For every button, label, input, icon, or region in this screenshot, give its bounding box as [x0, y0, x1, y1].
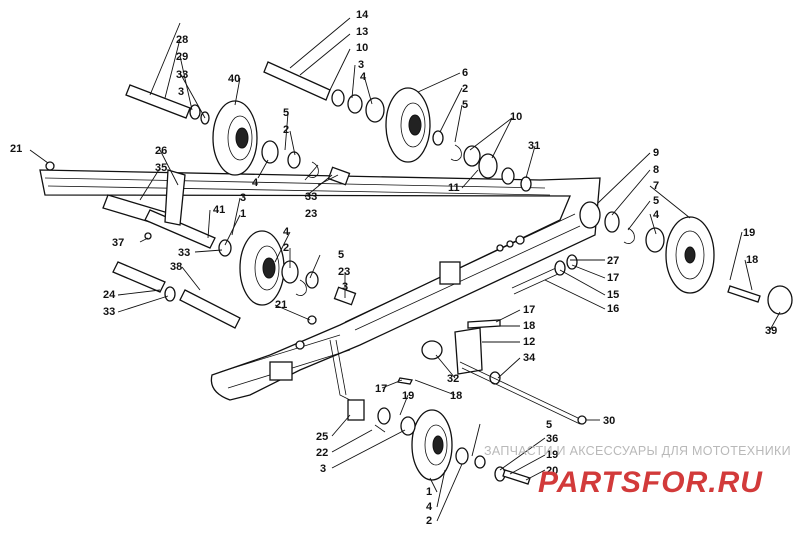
callout-33-a: 33 — [176, 69, 188, 81]
callout-26: 26 — [155, 145, 167, 157]
callout-18-a: 18 — [746, 254, 758, 266]
callout-17-c: 17 — [375, 383, 387, 395]
callout-2-a: 2 — [462, 83, 468, 95]
callout-3-c: 3 — [240, 192, 246, 204]
callout-3-a: 3 — [178, 86, 184, 98]
callout-13: 13 — [356, 26, 368, 38]
callout-12: 12 — [523, 336, 535, 348]
callout-8: 8 — [653, 164, 659, 176]
callout-2-d: 2 — [426, 515, 432, 527]
callout-28: 28 — [176, 34, 188, 46]
callout-37: 37 — [112, 237, 124, 249]
callout-5-c: 5 — [338, 249, 344, 261]
callout-4-b: 4 — [252, 177, 259, 189]
callout-19-a: 19 — [743, 227, 755, 239]
callout-38: 38 — [170, 261, 182, 273]
callout-3-b: 3 — [358, 59, 364, 71]
callout-labels: 28 29 33 3 40 14 13 10 3 4 6 2 5 10 31 1… — [10, 9, 777, 527]
leader-lines — [29, 17, 781, 522]
callout-5-a: 5 — [462, 99, 468, 111]
callout-5-e: 5 — [546, 419, 552, 431]
idler-wheel-upper-4 — [239, 230, 285, 306]
callout-10-b: 10 — [510, 111, 522, 123]
callout-9: 9 — [653, 147, 659, 159]
idler-wheel-lower-1 — [411, 409, 453, 481]
callout-11: 11 — [448, 182, 460, 194]
callout-29: 29 — [176, 51, 188, 63]
callout-14: 14 — [356, 9, 369, 21]
idler-wheel-40 — [212, 100, 258, 176]
watermark: ЗАПЧАСТИ И АКСЕССУАРЫ ДЛЯ МОТОТЕХНИКИ PA… — [484, 444, 791, 499]
callout-4-d: 4 — [653, 209, 660, 221]
callout-33-b: 33 — [178, 247, 190, 259]
callout-3-e: 3 — [320, 463, 326, 475]
callout-24: 24 — [103, 289, 116, 301]
callout-23-b: 23 — [338, 266, 350, 278]
callout-21-b: 21 — [275, 299, 287, 311]
callout-7: 7 — [653, 180, 659, 192]
callout-5-d: 5 — [653, 195, 659, 207]
callout-34: 34 — [523, 352, 536, 364]
callout-1-b: 1 — [426, 486, 432, 498]
callout-18-b: 18 — [523, 320, 535, 332]
callout-5-b: 5 — [283, 107, 289, 119]
callout-1-a: 1 — [240, 208, 246, 220]
callout-3-d: 3 — [342, 281, 348, 293]
callout-4-a: 4 — [360, 71, 367, 83]
slide-rail — [39, 169, 601, 401]
watermark-tagline: ЗАПЧАСТИ И АКСЕССУАРЫ ДЛЯ МОТОТЕХНИКИ — [484, 444, 791, 458]
callout-10-a: 10 — [356, 42, 368, 54]
callout-35: 35 — [155, 162, 167, 174]
callout-32: 32 — [447, 373, 459, 385]
callout-30: 30 — [603, 415, 615, 427]
callout-22: 22 — [316, 447, 328, 459]
callout-17-a: 17 — [607, 272, 619, 284]
callout-17-b: 17 — [523, 304, 535, 316]
callout-25: 25 — [316, 431, 328, 443]
callout-15: 15 — [607, 289, 619, 301]
callout-16: 16 — [607, 303, 619, 315]
idler-wheel-7 — [665, 216, 715, 294]
callout-4-e: 4 — [426, 501, 433, 513]
callout-39: 39 — [765, 325, 777, 337]
callout-41: 41 — [213, 204, 225, 216]
callout-19-b: 19 — [402, 390, 414, 402]
callout-36: 36 — [546, 433, 558, 445]
callout-4-c: 4 — [283, 226, 290, 238]
callout-31: 31 — [528, 140, 540, 152]
callout-40: 40 — [228, 73, 240, 85]
callout-19-c: 19 — [546, 449, 558, 461]
callout-23-a: 23 — [305, 208, 317, 220]
callout-20: 20 — [546, 465, 558, 477]
callout-2-b: 2 — [283, 124, 289, 136]
watermark-brand: PARTSFOR.RU — [538, 466, 763, 499]
callout-6: 6 — [462, 67, 468, 79]
callout-18-c: 18 — [450, 390, 462, 402]
callout-21-a: 21 — [10, 143, 22, 155]
callout-27: 27 — [607, 255, 619, 267]
callout-33-c: 33 — [305, 191, 317, 203]
callout-2-c: 2 — [283, 242, 289, 254]
callout-33-d: 33 — [103, 306, 115, 318]
idler-wheel-6 — [385, 87, 431, 163]
